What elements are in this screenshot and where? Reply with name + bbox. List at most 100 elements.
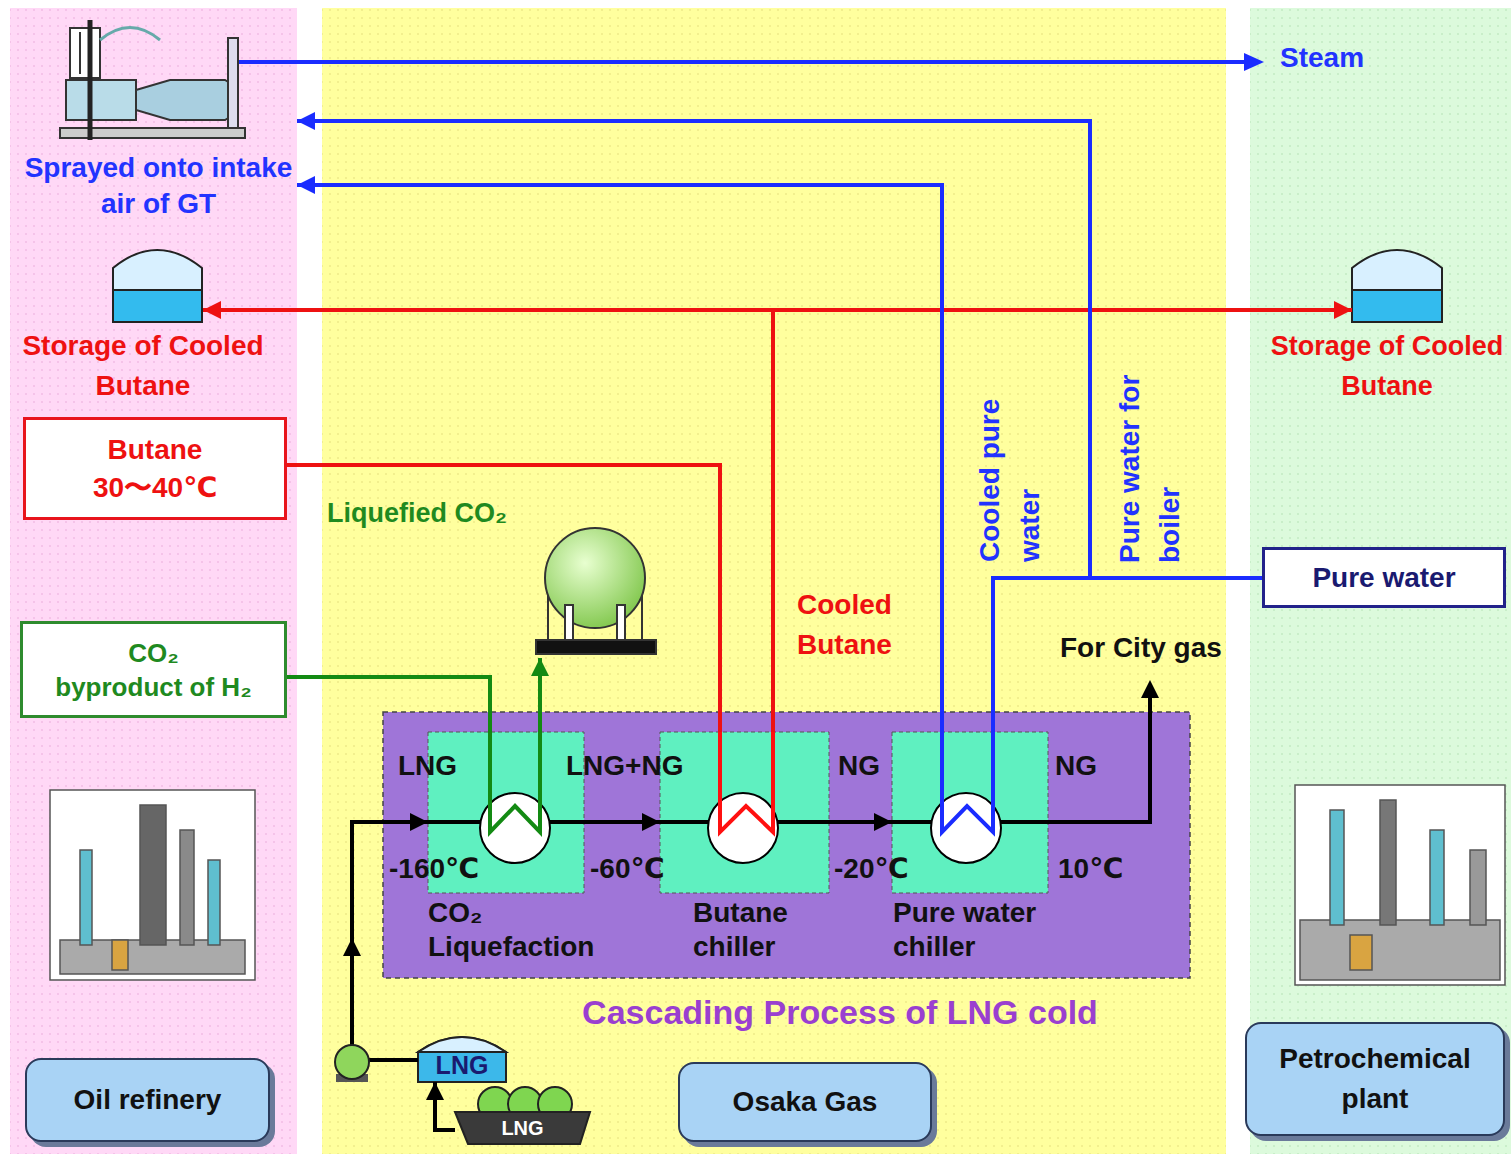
storage-tank: Storage of Cooled Butane [1352, 248, 1442, 322]
flow-connector [531, 658, 549, 732]
arrow-head [297, 176, 315, 194]
node-text: Cascading Process of LNG cold [480, 993, 1200, 1032]
drawing-part [1350, 935, 1372, 970]
flow-connector [993, 578, 1262, 732]
flow-connector [584, 813, 660, 831]
drawing-part [79, 32, 81, 74]
drawing-part [50, 790, 255, 980]
drawing-part [418, 1037, 506, 1082]
drawing-part [343, 938, 361, 956]
drawing-part [66, 80, 136, 120]
drawing-part [1352, 290, 1442, 322]
drawing-part [428, 820, 480, 824]
stream-label: NG [1055, 750, 1097, 782]
drawing-part [545, 528, 645, 628]
connector-line [297, 185, 942, 732]
node-text: Butane [108, 431, 203, 469]
steam-line [238, 53, 1264, 71]
node-text: Sprayed onto intake air of GT [20, 150, 297, 222]
node-text: Storage of Cooled Butane [1265, 326, 1509, 406]
node-text: byproduct of H₂ [55, 670, 251, 704]
arrow-head [426, 1082, 444, 1100]
stream-label: -60℃ [590, 852, 664, 885]
drawing-part [238, 60, 1248, 64]
lng-ship: LNG [455, 1112, 590, 1144]
connector-line [287, 465, 720, 732]
drawing-part [536, 640, 656, 654]
drawing-part [80, 850, 92, 945]
site-label: Petrochemical plant [1245, 1022, 1505, 1136]
flow-connector [297, 112, 1262, 578]
flow-connector [203, 301, 773, 732]
flow-connector [829, 813, 892, 831]
drawing-part [10, 8, 297, 1154]
stream-label: 10℃ [1058, 852, 1123, 885]
arrow-head [874, 813, 892, 831]
source-box: Butane30〜40℃ [23, 417, 287, 520]
drawing-part [383, 712, 1190, 978]
co2-sphere [536, 528, 656, 654]
stream-label: Steam [1280, 42, 1364, 74]
process-stage: Butane chiller [660, 732, 829, 893]
flow-connector [287, 465, 720, 732]
turbine-node: Sprayed onto intake air of GT [20, 14, 297, 230]
drawing-part [550, 820, 584, 824]
drawing-part [113, 250, 202, 322]
drawing-part [113, 290, 202, 322]
node-text: Liquefied CO₂ [327, 496, 557, 530]
drawing-part [208, 860, 220, 945]
site-label: Osaka Gas [678, 1062, 932, 1142]
lng-tank: LNG [418, 1036, 506, 1082]
node-text: Petrochemical plant [1259, 1039, 1491, 1119]
node-text: LNG [501, 1117, 543, 1140]
arrow-head [1334, 301, 1352, 319]
drawing-part [140, 805, 166, 945]
arrow-head [410, 813, 428, 831]
source-box: Pure water [1262, 547, 1506, 608]
drawing-part [335, 1045, 369, 1079]
stream-label: LNG+NG [566, 750, 683, 782]
connector-line [993, 578, 1262, 732]
heat-exchangers [428, 680, 1159, 863]
drawing-part [490, 732, 540, 832]
drawing-part [1300, 920, 1500, 980]
drawing-part [136, 80, 238, 120]
drawing-part [180, 830, 194, 945]
drawing-part [660, 732, 829, 893]
drawing-part [88, 20, 93, 140]
connector-line [773, 310, 1352, 732]
drawing-part [892, 732, 1048, 893]
drawing-part [565, 605, 573, 640]
flow-connector [297, 176, 942, 732]
drawing-part [70, 28, 100, 78]
bands [10, 8, 1511, 1154]
stream-label: LNG [398, 750, 457, 782]
drawing-part [1244, 53, 1264, 71]
node-text: LNG [436, 1051, 489, 1080]
drawing-part [1250, 8, 1511, 1154]
co2-sphere-node: Liquefied CO₂ [530, 522, 662, 658]
drawing-part [1141, 680, 1159, 698]
lng-tank-and-ship [418, 1037, 590, 1144]
stream-label: -160℃ [389, 852, 479, 885]
node-text: Butane chiller [693, 896, 863, 964]
drawing-part [1430, 830, 1444, 925]
arrow-head [297, 112, 315, 130]
stream-label: NG [838, 750, 880, 782]
stream-label: For City gas [1060, 632, 1222, 664]
arrow-head [531, 658, 549, 676]
gas-turbine [60, 20, 245, 140]
drawing-part [1352, 250, 1442, 322]
edge-label: Cooled Butane [797, 585, 937, 665]
site-label: Oil refinery [25, 1058, 270, 1142]
node-text: CO₂ [128, 636, 179, 670]
flow-connector [773, 301, 1352, 732]
flow-connector [287, 677, 490, 732]
edge-label: Pure water for boiler [1110, 331, 1190, 563]
node-text: Storage of Cooled Butane [18, 326, 268, 406]
stream-label: -20℃ [834, 852, 908, 885]
node-text: Osaka Gas [733, 1086, 878, 1118]
drawing-part [892, 820, 931, 824]
drawing-part [228, 38, 238, 128]
